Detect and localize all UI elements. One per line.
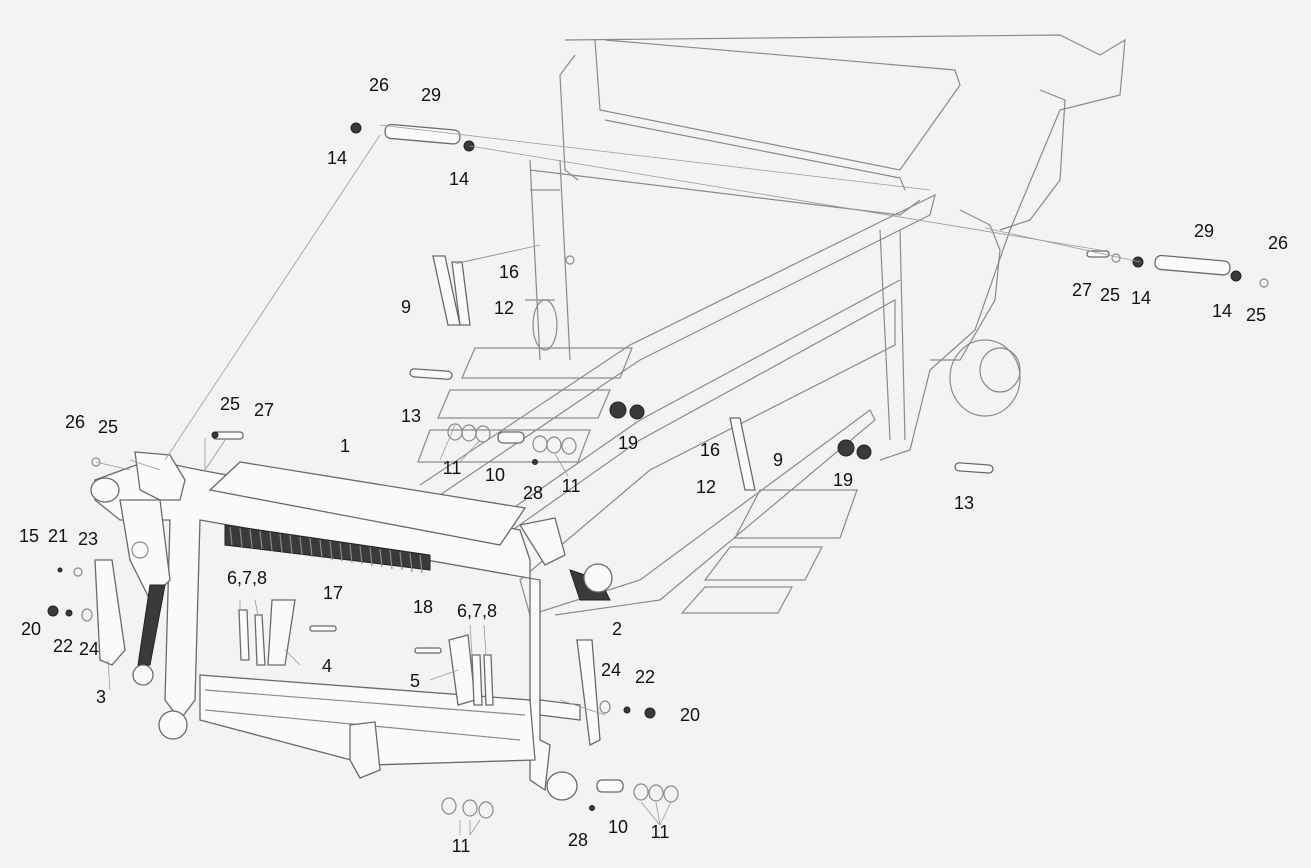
callout-c9a: 9 [401, 297, 411, 317]
callout-c26b: 26 [65, 412, 85, 432]
callout-c27a: 27 [254, 400, 274, 420]
callout-c22a: 22 [53, 636, 73, 656]
callout-c20b: 20 [680, 705, 700, 725]
callout-c29a: 29 [421, 85, 441, 105]
callout-c13a: 13 [401, 406, 421, 426]
callout-c16a: 16 [499, 262, 519, 282]
callout-c3: 3 [96, 687, 106, 707]
callout-c12a: 12 [494, 298, 514, 318]
callout-c10a: 10 [485, 465, 505, 485]
callout-c22b: 22 [635, 667, 655, 687]
callout-c25d: 25 [1246, 305, 1266, 325]
callout-c4: 4 [322, 656, 332, 676]
callout-c25b: 25 [98, 417, 118, 437]
callout-c10b: 10 [608, 817, 628, 837]
callout-c25c: 25 [1100, 285, 1120, 305]
callout-c678b: 6,7,8 [457, 601, 497, 621]
callout-c11b: 11 [562, 476, 581, 496]
small-parts [47, 122, 1269, 819]
spring [224, 524, 431, 574]
callout-c28b: 28 [568, 830, 588, 850]
callout-c17: 17 [323, 583, 343, 603]
callout-c12b: 12 [696, 477, 716, 497]
callout-c25a: 25 [220, 394, 240, 414]
callout-c9b: 9 [773, 450, 783, 470]
callout-c14d: 14 [1212, 301, 1232, 321]
callout-c16b: 16 [700, 440, 720, 460]
callout-c11c: 11 [452, 836, 471, 856]
callout-c14b: 14 [449, 169, 469, 189]
callout-c29b: 29 [1194, 221, 1214, 241]
callout-c19b: 19 [833, 470, 853, 490]
callout-c678a: 6,7,8 [227, 568, 267, 588]
callout-c18: 18 [413, 597, 433, 617]
callout-c19a: 19 [618, 433, 638, 453]
callout-c11a: 11 [443, 458, 462, 478]
callout-c11d: 11 [651, 822, 670, 842]
callout-c24a: 24 [79, 639, 99, 659]
callout-c1: 1 [340, 436, 350, 456]
callout-c20a: 20 [21, 619, 41, 639]
callout-c26a: 26 [369, 75, 389, 95]
callout-c14c: 14 [1131, 288, 1151, 308]
callout-c2: 2 [612, 619, 622, 639]
callout-c14a: 14 [327, 148, 347, 168]
callout-c23: 23 [78, 529, 98, 549]
machine-body-outline [525, 34, 1126, 461]
callout-c26c: 26 [1268, 233, 1288, 253]
callout-c15: 15 [19, 526, 39, 546]
callout-c27b: 27 [1072, 280, 1092, 300]
callout-c24b: 24 [601, 660, 621, 680]
callout-c21: 21 [48, 526, 68, 546]
leader-lines [95, 124, 1141, 836]
main-frame-assembly [90, 451, 613, 801]
callout-c5: 5 [410, 671, 420, 691]
callout-c13b: 13 [954, 493, 974, 513]
callout-c28a: 28 [523, 483, 543, 503]
